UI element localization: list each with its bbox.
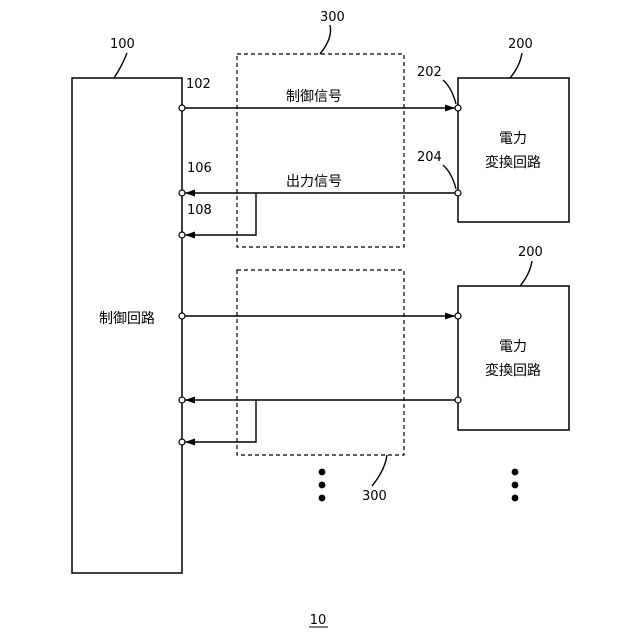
power-converter-block-1 <box>458 78 569 222</box>
isolator-box-2 <box>237 270 404 455</box>
figure-ref: 10 <box>310 613 327 628</box>
leader-200-top <box>510 53 522 78</box>
continuation-dot <box>512 495 519 502</box>
output-branch-line-2 <box>185 400 256 442</box>
terminal-2-branch-in <box>179 439 185 445</box>
terminal-102 <box>179 105 185 111</box>
ref-300-top: 300 <box>320 10 345 25</box>
terminal-202 <box>455 105 461 111</box>
ref-300-bottom: 300 <box>362 489 387 504</box>
ref-200-top: 200 <box>508 37 533 52</box>
ref-108: 108 <box>187 203 212 218</box>
terminal-2-control-in <box>179 313 185 319</box>
leader-100 <box>114 53 127 78</box>
terminal-106 <box>179 190 185 196</box>
continuation-dot <box>512 482 519 489</box>
leader-300-bottom <box>372 455 387 486</box>
converter-1-label-line2: 変換回路 <box>485 154 541 171</box>
terminal-2-converter-in <box>455 313 461 319</box>
leader-204 <box>443 165 456 189</box>
leader-200-bottom <box>520 261 532 286</box>
ref-102: 102 <box>186 77 211 92</box>
output-signal-label: 出力信号 <box>286 174 342 190</box>
continuation-dot <box>319 482 326 489</box>
isolator-box-1 <box>237 54 404 247</box>
continuation-dot <box>319 495 326 502</box>
converter-2-label-line1: 電力 <box>499 339 527 355</box>
terminal-204 <box>455 190 461 196</box>
terminal-2-output-in <box>179 397 185 403</box>
ref-100: 100 <box>110 37 135 52</box>
ref-106: 106 <box>187 161 212 176</box>
ref-200-bottom: 200 <box>518 245 543 260</box>
leader-202 <box>443 80 456 104</box>
converter-1-label-line1: 電力 <box>499 131 527 147</box>
ref-202: 202 <box>417 65 442 80</box>
leader-300-top <box>320 25 331 54</box>
continuation-dot <box>319 469 326 476</box>
converter-2-label-line2: 変換回路 <box>485 362 541 379</box>
power-converter-block-2 <box>458 286 569 430</box>
ref-204: 204 <box>417 150 442 165</box>
continuation-dot <box>512 469 519 476</box>
control-circuit-label: 制御回路 <box>99 311 155 327</box>
terminal-2-converter-out <box>455 397 461 403</box>
control-signal-label: 制御信号 <box>286 89 342 105</box>
terminal-108 <box>179 232 185 238</box>
